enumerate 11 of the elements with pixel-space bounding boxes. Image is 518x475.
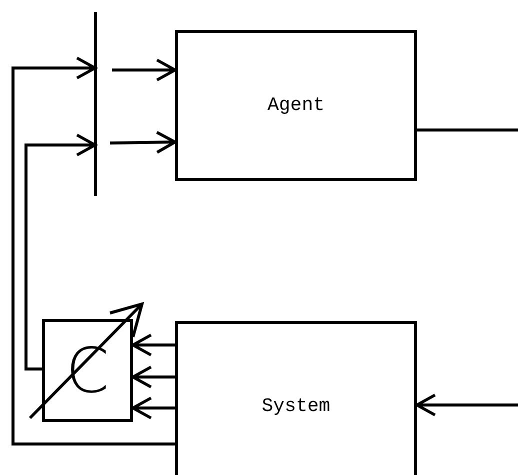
arrow xyxy=(132,334,175,356)
arrow xyxy=(110,130,176,154)
arrow xyxy=(24,134,96,370)
arrow xyxy=(132,366,175,388)
block-box: Agent xyxy=(175,30,417,181)
arrow xyxy=(12,56,175,446)
arrow xyxy=(112,58,176,82)
arrow xyxy=(416,394,518,416)
block-box: System xyxy=(175,321,417,475)
arrow xyxy=(132,396,175,420)
sync-bar xyxy=(94,12,97,196)
